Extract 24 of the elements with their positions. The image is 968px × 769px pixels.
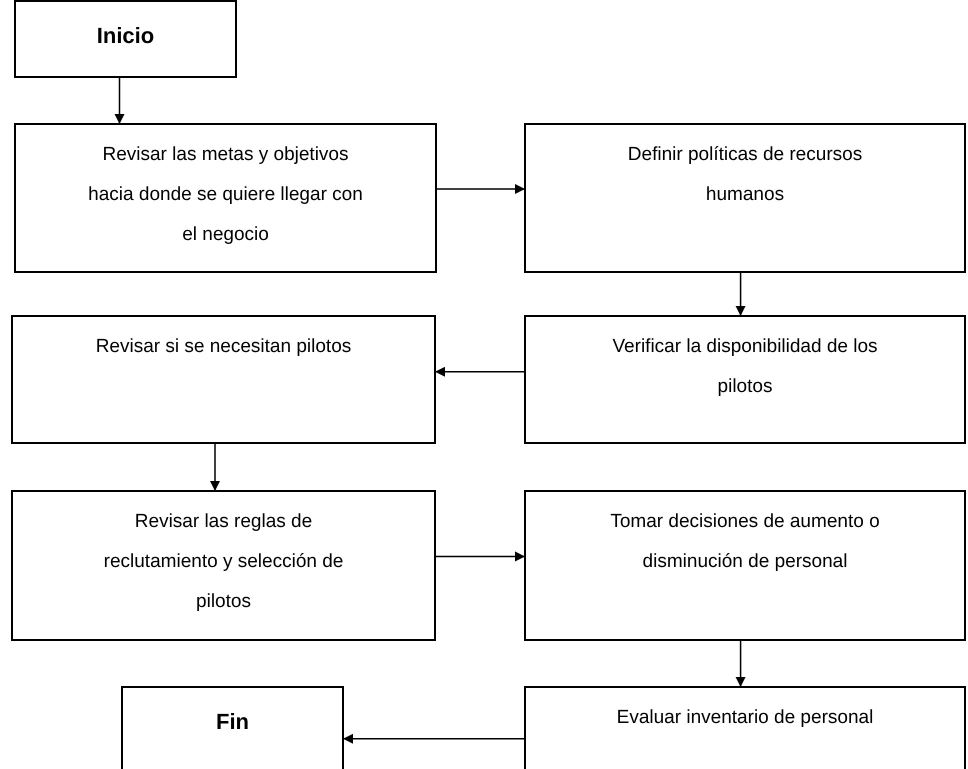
process-box (14, 123, 437, 273)
box-text: Tomar decisiones de aumento o disminución de personal (609, 510, 881, 574)
box-text: Revisar las metas y objetivos hacia donde se quiere llegar con el negocio (87, 143, 364, 247)
arrow (343, 734, 524, 744)
terminal-box (14, 0, 237, 78)
process-box (11, 315, 436, 444)
box-text: Inicio (96, 22, 154, 50)
arrow (114, 78, 124, 124)
box-text: Revisar si se necesitan pilotos (96, 335, 352, 359)
box-text: Definir políticas de recursos humanos (626, 143, 864, 207)
process-box (11, 490, 436, 641)
box-text: Evaluar inventario de personal (616, 706, 874, 730)
arrow (736, 273, 746, 316)
process-box (524, 123, 966, 273)
box-text: Verificar la disponibilidad de los pilotos (611, 335, 879, 399)
process-box (524, 315, 966, 444)
arrow (210, 444, 220, 491)
arrow (435, 366, 524, 377)
box-text: Revisar las reglas de reclutamiento y selección de pilotos (102, 510, 344, 614)
arrow (436, 551, 525, 562)
process-box (524, 490, 966, 641)
arrow (736, 641, 746, 687)
box-text: Fin (216, 708, 249, 736)
arrow (437, 184, 525, 194)
